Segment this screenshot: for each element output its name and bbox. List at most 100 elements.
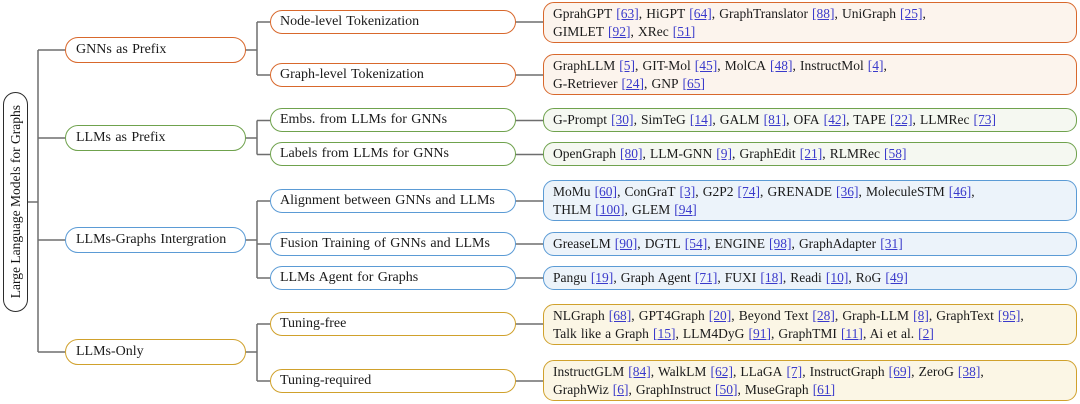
citation-ref[interactable]: [100]: [595, 201, 625, 217]
citation-ref[interactable]: [54]: [684, 236, 708, 252]
paper-list: NLGraph [68], GPT4Graph [20], Beyond Tex…: [553, 308, 1024, 341]
subcategory-node-level-tokenization: Node-level Tokenization: [270, 10, 516, 34]
citation-ref[interactable]: [45]: [694, 58, 718, 73]
subcategory-label: Labels from LLMs for GNNs: [280, 146, 449, 161]
category-llms-graphs-integration: LLMs-Graphs Intergration: [65, 227, 246, 253]
subcategory-llms-agent: LLMs Agent for Graphs: [270, 266, 516, 290]
citation-ref[interactable]: [8]: [913, 308, 929, 323]
subcategory-label: Node-level Tokenization: [280, 14, 420, 29]
citation-ref[interactable]: [73]: [973, 112, 997, 128]
citation-ref[interactable]: [65]: [682, 75, 706, 91]
citation-ref[interactable]: [60]: [594, 184, 618, 199]
citation-ref[interactable]: [92]: [608, 23, 631, 39]
paper-list: G-Prompt [30], SimTeG [14], GALM [81], O…: [553, 112, 997, 128]
citation-ref[interactable]: [63]: [616, 6, 639, 21]
citation-ref[interactable]: [38]: [957, 364, 981, 379]
papers-embs-from-llms: G-Prompt [30], SimTeG [14], GALM [81], O…: [543, 108, 1077, 132]
citation-ref[interactable]: [88]: [812, 6, 835, 21]
citation-ref[interactable]: [4]: [867, 58, 884, 73]
paper-list: InstructGLM [84], WalkLM [62], LLaGA [7]…: [553, 364, 984, 397]
citation-ref[interactable]: [51]: [672, 23, 696, 39]
citation-ref[interactable]: [7]: [786, 364, 803, 379]
subcategory-fusion-training: Fusion Training of GNNs and LLMs: [270, 232, 516, 256]
citation-ref[interactable]: [58]: [883, 146, 907, 162]
subcategory-label: Alignment between GNNs and LLMs: [280, 193, 495, 208]
category-llms-only: LLMs-Only: [65, 339, 246, 365]
citation-ref[interactable]: [80]: [620, 146, 643, 162]
citation-ref[interactable]: [64]: [689, 6, 712, 21]
citation-ref[interactable]: [30]: [611, 112, 634, 128]
category-gnns-as-prefix: GNNs as Prefix: [65, 37, 246, 63]
citation-ref[interactable]: [18]: [760, 270, 783, 286]
root-label: Large Language Models for Graphs: [7, 105, 23, 299]
citation-ref[interactable]: [24]: [621, 75, 645, 91]
citation-ref[interactable]: [94]: [674, 201, 697, 217]
citation-ref[interactable]: [36]: [836, 184, 859, 199]
citation-ref[interactable]: [46]: [948, 184, 972, 199]
category-label: GNNs as Prefix: [76, 42, 167, 57]
citation-ref[interactable]: [6]: [612, 381, 629, 397]
citation-ref[interactable]: [68]: [608, 308, 632, 323]
citation-ref[interactable]: [48]: [770, 58, 793, 73]
citation-ref[interactable]: [90]: [614, 236, 638, 252]
group1-bracket: [245, 21, 270, 76]
citation-ref[interactable]: [2]: [918, 325, 934, 341]
paper-list: GprahGPT [63], HiGPT [64], GraphTranslat…: [553, 6, 926, 39]
citation-ref[interactable]: [61]: [812, 381, 836, 397]
citation-ref[interactable]: [28]: [812, 308, 835, 323]
category-label: LLMs as Prefix: [76, 130, 166, 145]
citation-ref[interactable]: [25]: [900, 6, 923, 21]
citation-ref[interactable]: [81]: [763, 112, 787, 128]
citation-ref[interactable]: [20]: [708, 308, 732, 323]
citation-ref[interactable]: [9]: [716, 146, 733, 162]
citation-ref[interactable]: [95]: [997, 308, 1021, 323]
citation-ref[interactable]: [10]: [825, 270, 849, 286]
citation-ref[interactable]: [74]: [737, 184, 761, 199]
subcategory-label: Graph-level Tokenization: [280, 67, 424, 82]
subcategory-label: LLMs Agent for Graphs: [280, 270, 419, 285]
paper-list: MoMu [60], ConGraT [3], G2P2 [74], GRENA…: [553, 184, 975, 217]
citation-ref[interactable]: [50]: [714, 381, 738, 397]
category-label: LLMs-Graphs Intergration: [76, 232, 227, 247]
subcategory-embs-from-llms: Embs. from LLMs for GNNs: [270, 108, 516, 132]
subcategory-label: Fusion Training of GNNs and LLMs: [280, 236, 490, 251]
root-trunk-connector: [27, 49, 65, 353]
papers-fusion-training: GreaseLM [90], DGTL [54], ENGINE [98], G…: [543, 232, 1077, 256]
citation-ref[interactable]: [11]: [840, 325, 863, 341]
citation-ref[interactable]: [69]: [888, 364, 912, 379]
citation-ref[interactable]: [21]: [799, 146, 823, 162]
citation-ref[interactable]: [14]: [689, 112, 713, 128]
subcategory-labels-from-llms: Labels from LLMs for GNNs: [270, 142, 516, 166]
citation-ref[interactable]: [98]: [769, 236, 792, 252]
citation-ref[interactable]: [19]: [590, 270, 614, 286]
subcategory-label: Tuning-required: [280, 373, 372, 388]
papers-alignment-gnns-llms: MoMu [60], ConGraT [3], G2P2 [74], GRENA…: [543, 180, 1077, 221]
root-node: Large Language Models for Graphs: [3, 92, 28, 312]
papers-llms-agent: Pangu [19], Graph Agent [71], FUXI [18],…: [543, 266, 1077, 290]
citation-ref[interactable]: [22]: [890, 112, 913, 128]
citation-ref[interactable]: [5]: [619, 58, 636, 73]
group4-bracket: [245, 323, 270, 382]
papers-tuning-free: NLGraph [68], GPT4Graph [20], Beyond Tex…: [543, 304, 1077, 345]
citation-ref[interactable]: [42]: [823, 112, 847, 128]
citation-ref[interactable]: [49]: [885, 270, 908, 286]
citation-ref[interactable]: [71]: [694, 270, 718, 286]
citation-ref[interactable]: [84]: [628, 364, 651, 379]
papers-tuning-required: InstructGLM [84], WalkLM [62], LLaGA [7]…: [543, 360, 1077, 401]
leaf-connectors: [515, 21, 543, 382]
papers-node-level-tokenization: GprahGPT [63], HiGPT [64], GraphTranslat…: [543, 2, 1077, 43]
citation-ref[interactable]: [3]: [679, 184, 696, 199]
citation-ref[interactable]: [91]: [748, 325, 771, 341]
citation-ref[interactable]: [62]: [710, 364, 733, 379]
paper-list: GraphLLM [5], GIT-Mol [45], MolCA [48], …: [553, 58, 887, 91]
subcategory-alignment-gnns-llms: Alignment between GNNs and LLMs: [270, 189, 516, 213]
group2-bracket: [245, 119, 270, 156]
subcategory-tuning-free: Tuning-free: [270, 312, 516, 336]
category-llms-as-prefix: LLMs as Prefix: [65, 125, 246, 151]
subcategory-label: Tuning-free: [280, 316, 347, 331]
citation-ref[interactable]: [31]: [880, 236, 903, 252]
citation-ref[interactable]: [15]: [652, 325, 676, 341]
paper-list: OpenGraph [80], LLM-GNN [9], GraphEdit […: [553, 146, 907, 162]
